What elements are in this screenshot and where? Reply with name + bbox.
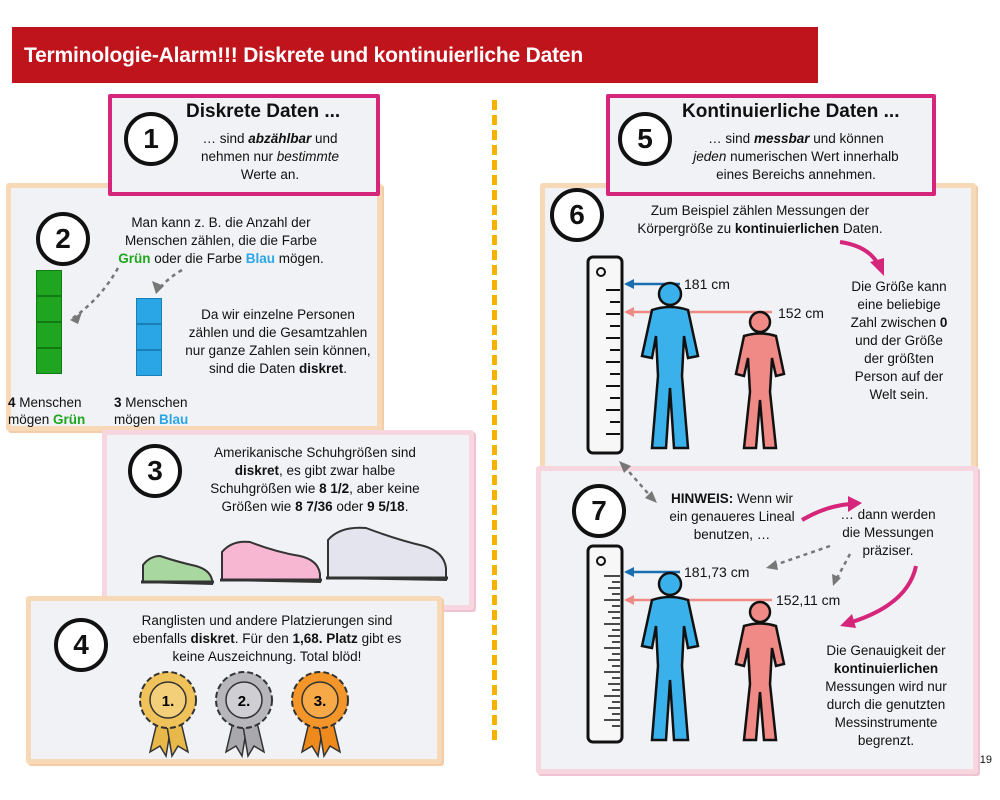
panel-5-text: … sind messbar und können jeden numerisc… [693, 131, 899, 182]
panel-5-number: 5 [618, 112, 672, 166]
panel-7-note: HINWEIS: Wenn wir ein genaueres Lineal b… [669, 491, 795, 542]
column-divider [492, 100, 497, 740]
blue-count-label: 3 Menschen mögen Blau [114, 395, 189, 427]
page-number: 19 [979, 754, 992, 766]
panel-1-text: … sind abzählbar und nehmen nur bestimmt… [200, 131, 340, 182]
bronze-medal-icon [291, 671, 349, 759]
panel-3-number: 3 [128, 444, 182, 498]
panel-4-number: 4 [54, 618, 108, 672]
panel-5-title: Kontinuierliche Daten ... [682, 101, 900, 122]
precise-ruler-icon [586, 544, 624, 744]
panel-7-precise: … dann werden die Messungen präziser. [840, 507, 936, 558]
person-tall-icon-2 [640, 571, 700, 742]
gold-medal-icon [139, 671, 197, 759]
height-label-18173: 181,73 cm [684, 564, 750, 580]
medal-label-2: 2. [238, 693, 251, 710]
panel-6-number: 6 [550, 188, 604, 242]
panel-4-text: Ranglisten und andere Platzierungen sind… [132, 613, 402, 664]
panel-1-title: Diskrete Daten ... [186, 101, 341, 122]
panel-6-note: Die Größe kann eine beliebige Zahl zwisc… [850, 279, 948, 402]
panel-1-number: 1 [124, 112, 178, 166]
ruler-icon [586, 255, 624, 455]
panel-2-number: 2 [36, 212, 90, 266]
person-tall-icon [640, 281, 700, 450]
panel-3-text: Amerikanische Schuhgrößen sind diskret, … [210, 445, 420, 514]
medal-label-3: 3. [314, 693, 327, 710]
green-count-label: 4 Menschen mögen Grün [8, 395, 86, 427]
panel-2-text-a: Man kann z. B. die Anzahl der Menschen z… [118, 215, 324, 266]
medal-label-1: 1. [162, 693, 175, 710]
silver-medal-icon [215, 671, 273, 759]
panel-2-text-b: Da wir einzelne Personen zählen und die … [185, 307, 371, 376]
page-title: Terminologie-Alarm!!! Diskrete und konti… [24, 44, 583, 67]
person-short-icon-2 [734, 600, 786, 742]
height-label-181: 181 cm [684, 276, 730, 292]
sneaker-pink-icon [220, 540, 322, 584]
sneaker-green-icon [141, 554, 214, 586]
person-short-icon [734, 310, 786, 450]
sneaker-grey-icon [326, 526, 448, 582]
header-bar [12, 27, 818, 83]
panel-6-text: Zum Beispiel zählen Messungen der Körper… [637, 203, 883, 236]
height-label-152: 152 cm [778, 305, 824, 321]
height-label-15211: 152,11 cm [776, 592, 841, 608]
panel-7-conclusion: Die Genauigkeit der kontinuierlichen Mes… [825, 643, 947, 748]
panel-7-number: 7 [572, 484, 626, 538]
